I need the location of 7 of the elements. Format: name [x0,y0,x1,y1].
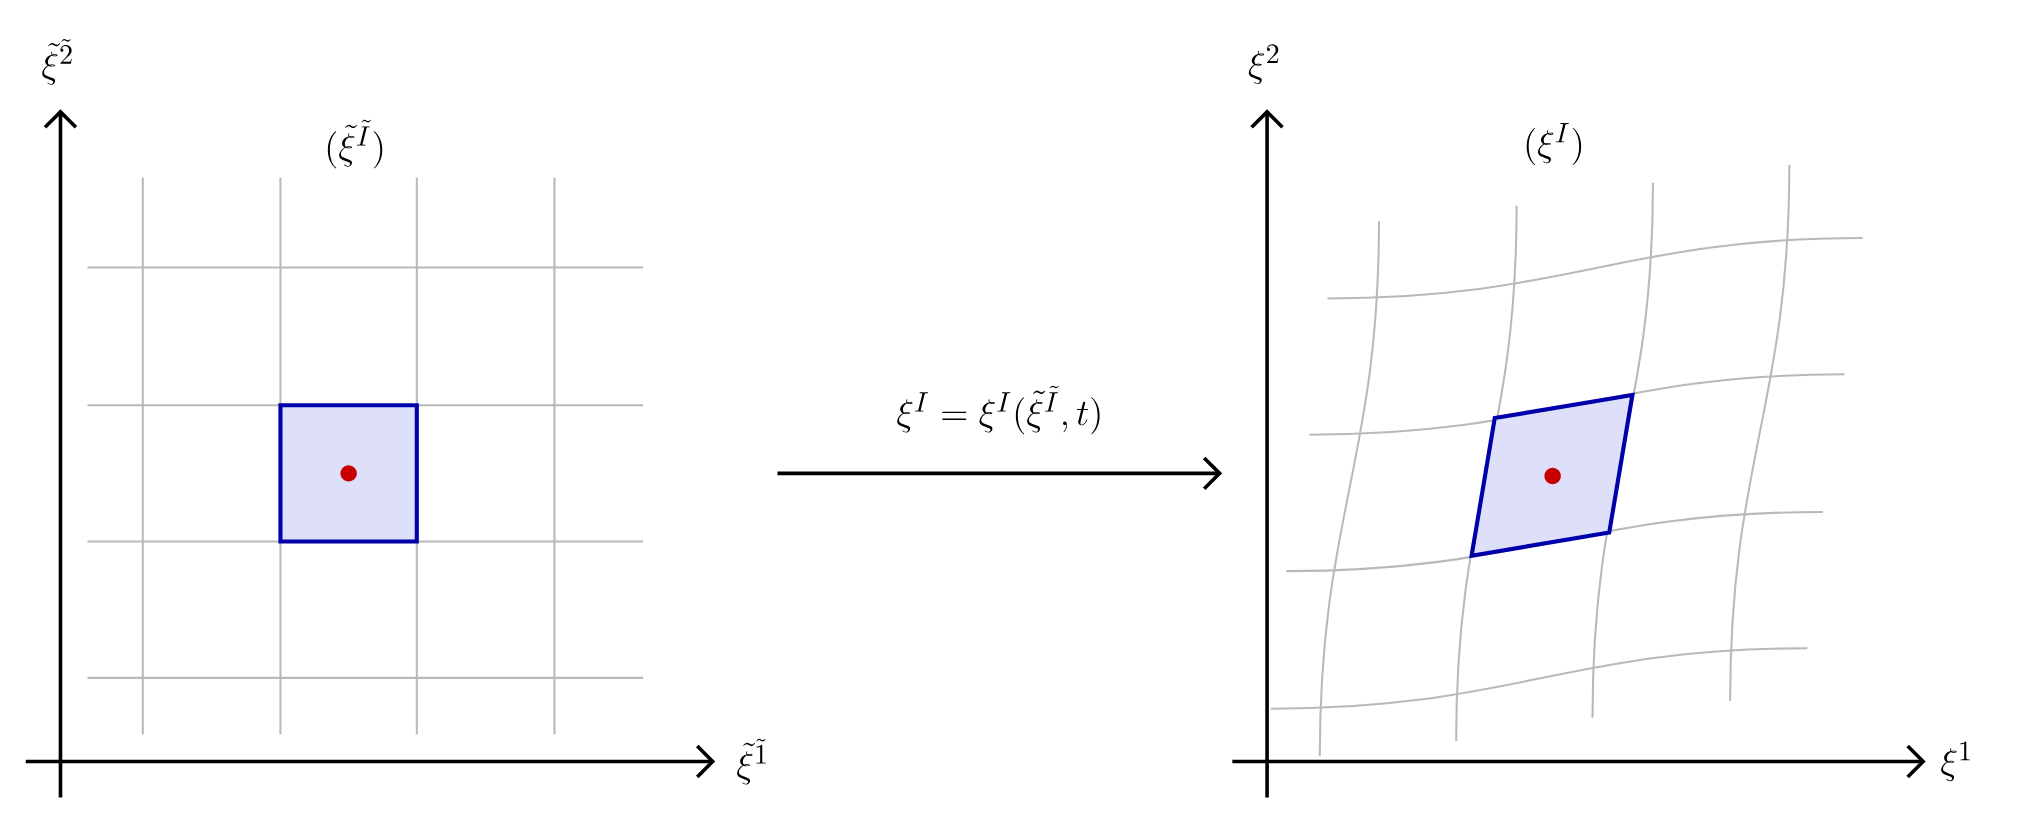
axis-label: $\tilde{\xi}^{\tilde{2}}$ [42,39,72,86]
edge-label: $\xi^{I} = \xi^{I}(\tilde{\xi}^{\tilde{I}}, t)$ [893,383,1106,438]
arrow [777,456,1223,491]
axis-label: $\xi^{2}$ [1248,44,1279,85]
grid-heading: $(\xi^{I})$ [1526,123,1582,166]
grid-heading: $(\tilde{\xi}^{\tilde{I}})$ [327,120,383,169]
axis-label: $\tilde{\xi}^{\tilde{1}}$ [737,739,766,785]
